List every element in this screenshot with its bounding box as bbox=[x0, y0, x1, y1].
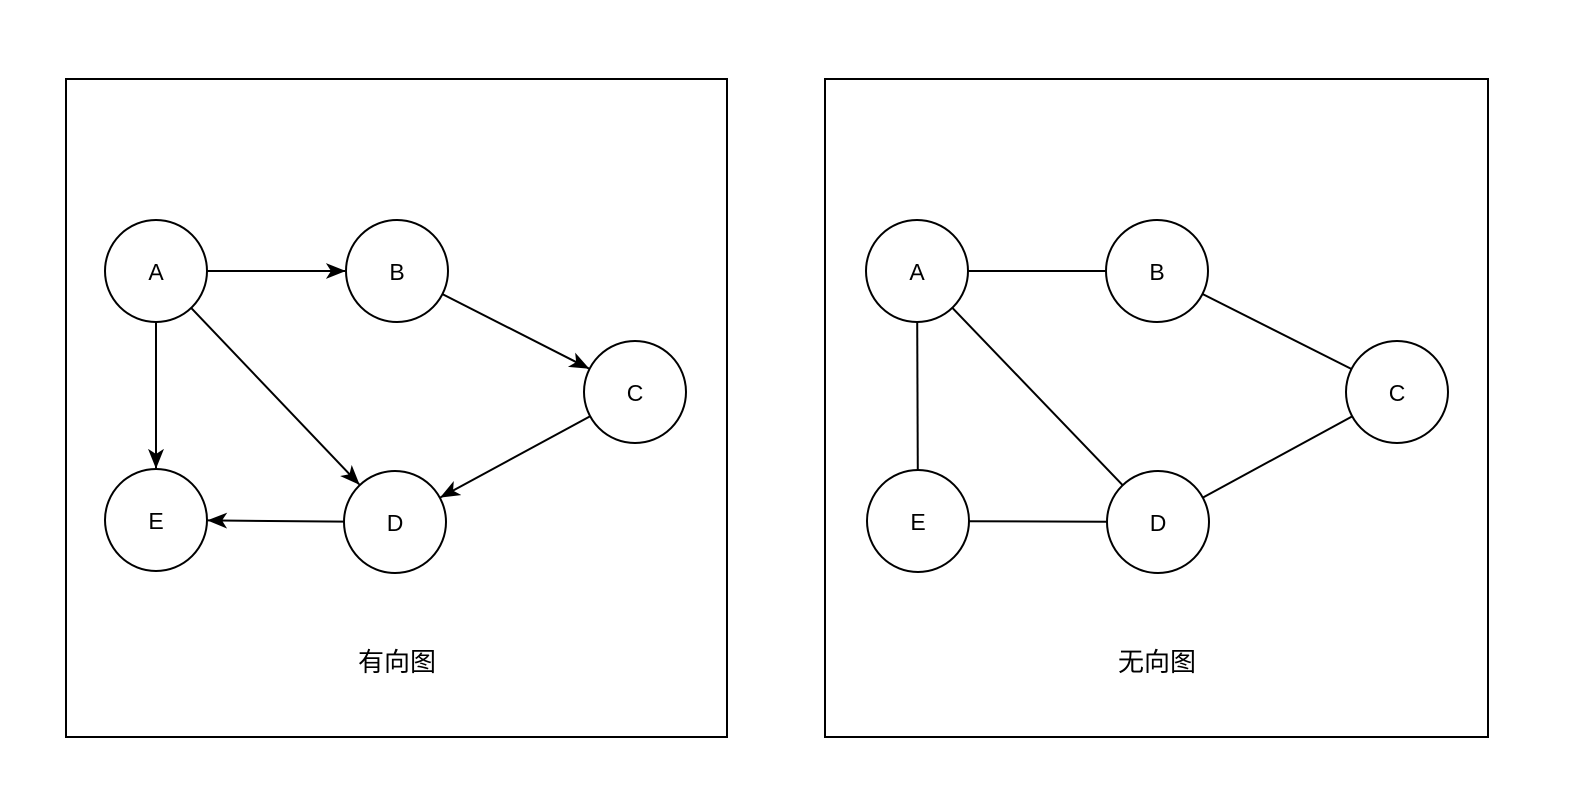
node-label-A: A bbox=[148, 259, 164, 285]
node-circle-A[interactable] bbox=[104, 219, 208, 323]
graph-node-E[interactable]: E bbox=[866, 469, 970, 573]
node-circle-B[interactable] bbox=[1105, 219, 1209, 323]
panel-caption-undirected: 无向图 bbox=[1118, 647, 1196, 677]
graph-node-C[interactable]: C bbox=[1345, 340, 1449, 444]
edge-A-E[interactable] bbox=[916, 321, 919, 471]
edge-D-E[interactable] bbox=[968, 520, 1108, 523]
node-circle-C[interactable] bbox=[583, 340, 687, 444]
node-circle-C[interactable] bbox=[1345, 340, 1449, 444]
edges-directed bbox=[148, 263, 591, 529]
edge-D-E[interactable] bbox=[207, 512, 345, 529]
graph-panel-directed: A B C D E 有向图 bbox=[65, 78, 728, 738]
node-label-B: B bbox=[389, 259, 404, 285]
node-circle-E[interactable] bbox=[104, 468, 208, 572]
graph-panel-undirected: A B C D E 无向图 bbox=[824, 78, 1489, 738]
edge-B-C[interactable] bbox=[442, 293, 590, 370]
edge-C-D[interactable] bbox=[440, 415, 591, 499]
node-label-D: D bbox=[1150, 510, 1167, 536]
node-label-E: E bbox=[910, 509, 925, 535]
node-circle-A[interactable] bbox=[865, 219, 969, 323]
edge-A-D[interactable] bbox=[951, 307, 1124, 486]
node-circle-D[interactable] bbox=[343, 470, 447, 574]
node-circle-E[interactable] bbox=[866, 469, 970, 573]
node-label-C: C bbox=[1389, 380, 1406, 406]
graph-node-A[interactable]: A bbox=[865, 219, 969, 323]
edges-undirected bbox=[916, 270, 1353, 523]
graph-node-D[interactable]: D bbox=[343, 470, 447, 574]
graph-node-D[interactable]: D bbox=[1106, 470, 1210, 574]
graph-node-A[interactable]: A bbox=[104, 219, 208, 323]
node-label-B: B bbox=[1149, 259, 1164, 285]
node-label-E: E bbox=[148, 508, 163, 534]
graph-node-E[interactable]: E bbox=[104, 468, 208, 572]
graph-node-B[interactable]: B bbox=[1105, 219, 1209, 323]
edge-A-D[interactable] bbox=[190, 307, 360, 486]
node-circle-B[interactable] bbox=[345, 219, 449, 323]
node-circle-D[interactable] bbox=[1106, 470, 1210, 574]
graph-node-C[interactable]: C bbox=[583, 340, 687, 444]
edge-B-C[interactable] bbox=[1202, 293, 1352, 370]
node-label-C: C bbox=[627, 380, 644, 406]
edge-C-D[interactable] bbox=[1202, 415, 1353, 499]
panel-caption-directed: 有向图 bbox=[358, 647, 436, 677]
node-label-D: D bbox=[387, 510, 404, 536]
graph-node-B[interactable]: B bbox=[345, 219, 449, 323]
node-label-A: A bbox=[909, 259, 925, 285]
